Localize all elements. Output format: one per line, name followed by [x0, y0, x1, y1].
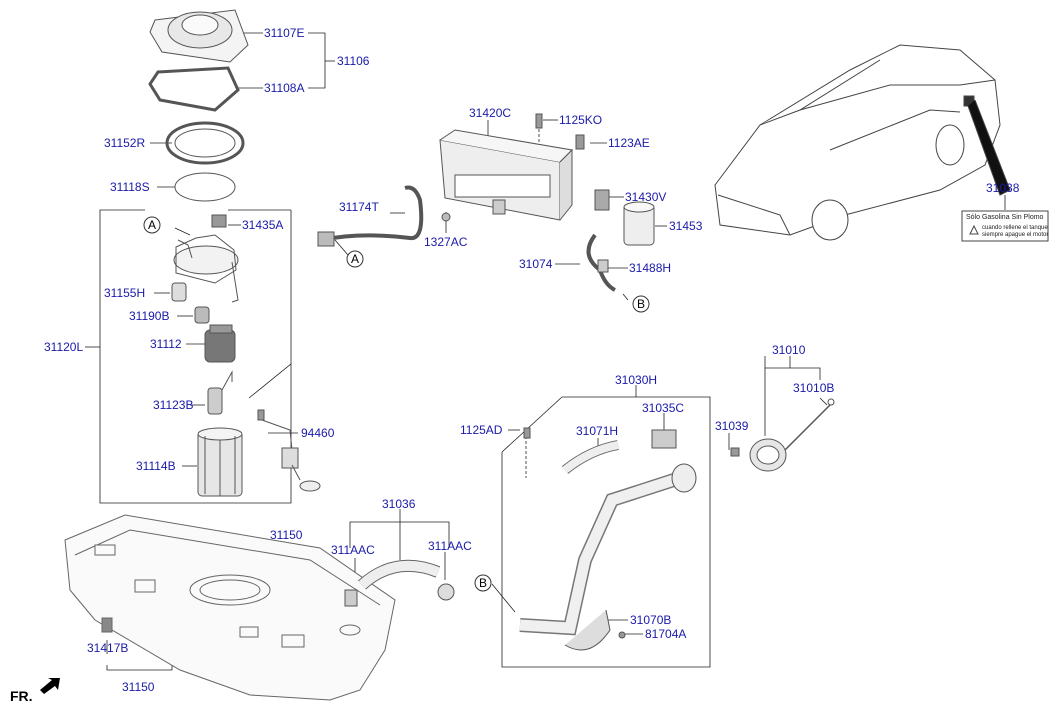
sticker-title: Sólo Gasolina Sin Plomo	[966, 214, 1044, 221]
car-illustration	[714, 44, 1011, 241]
part-label-31071H[interactable]: 31071H	[576, 424, 619, 438]
part-label-31435A[interactable]: 31435A	[242, 218, 284, 232]
part-label-311AAC-right[interactable]: 311AAC	[428, 539, 472, 553]
filler-neck	[519, 427, 697, 651]
part-label-31120L[interactable]: 31120L	[44, 340, 84, 354]
part-label-31174T[interactable]: 31174T	[339, 200, 379, 214]
part-label-31152R[interactable]: 31152R	[104, 136, 146, 150]
part-label-31035C[interactable]: 31035C	[642, 401, 685, 415]
part-label-31430V[interactable]: 31430V	[625, 190, 667, 204]
part-label-31118S[interactable]: 31118S	[110, 180, 150, 194]
part-label-31150-top[interactable]: 31150	[270, 528, 303, 542]
part-label-31417B[interactable]: 31417B	[87, 641, 129, 655]
part-label-31420C[interactable]: 31420C	[469, 106, 512, 120]
leader-lines	[85, 32, 1006, 671]
part-label-94460[interactable]: 94460	[301, 426, 335, 440]
part-label-31112[interactable]: 31112	[150, 337, 182, 351]
part-label-81704A[interactable]: 81704A	[645, 627, 687, 641]
part-label-31106[interactable]: 31106	[337, 54, 370, 68]
callout-b-neck: B	[479, 576, 488, 590]
part-label-1327AC[interactable]: 1327AC	[424, 235, 468, 249]
part-label-31010[interactable]: 31010	[772, 343, 806, 357]
part-label-31036[interactable]: 31036	[382, 497, 416, 511]
part-label-1123AE[interactable]: 1123AE	[608, 136, 650, 150]
part-label-31070B[interactable]: 31070B	[630, 613, 672, 627]
part-label-31114B[interactable]: 31114B	[136, 459, 176, 473]
canister	[317, 113, 655, 292]
callout-a-pump: A	[148, 218, 157, 232]
pump-cover-parts	[148, 9, 249, 202]
sticker-line-1: cuando rellene el tanque	[982, 225, 1048, 231]
part-label-31453[interactable]: 31453	[669, 219, 703, 233]
forward-arrow-icon	[40, 678, 60, 694]
part-label-31190B[interactable]: 31190B	[129, 309, 170, 323]
part-label-31038[interactable]: 31038	[986, 181, 1020, 195]
part-label-31108A[interactable]: 31108A	[264, 81, 305, 95]
part-label-1125AD[interactable]: 1125AD	[460, 423, 503, 437]
fuel-sticker	[961, 210, 1049, 242]
callout-b-hose: B	[637, 297, 646, 311]
part-label-31488H[interactable]: 31488H	[629, 261, 672, 275]
filler-hose	[344, 559, 455, 607]
part-label-311AAC-left[interactable]: 311AAC	[331, 543, 375, 557]
part-label-31150-bottom[interactable]: 31150	[122, 680, 155, 694]
pump-module	[171, 214, 321, 497]
part-label-31107E[interactable]: 31107E	[264, 26, 305, 40]
part-label-1125KO[interactable]: 1125KO	[559, 113, 603, 127]
callout-circles	[143, 216, 650, 592]
part-label-31010B[interactable]: 31010B	[793, 381, 835, 395]
part-label-31030H[interactable]: 31030H	[615, 373, 658, 387]
forward-direction-label: FR.	[10, 688, 33, 704]
part-label-31155H[interactable]: 31155H	[104, 286, 146, 300]
part-label-31074[interactable]: 31074	[519, 257, 553, 271]
fuel-tank	[64, 514, 396, 701]
part-label-31039[interactable]: 31039	[715, 419, 749, 433]
part-label-31123B[interactable]: 31123B	[153, 398, 194, 412]
fuel-cap	[730, 398, 835, 472]
callout-a-hose: A	[351, 252, 360, 266]
sticker-line-2: siempre apague el motor	[982, 232, 1049, 238]
